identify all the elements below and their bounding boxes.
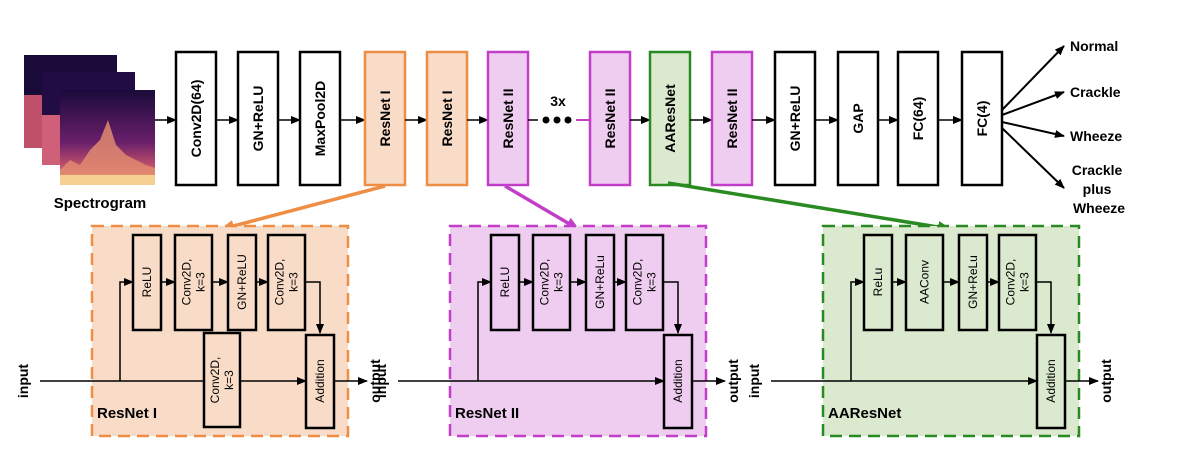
pipeline-label: GN+ReLU [250, 86, 266, 152]
pipeline-label: ResNet I [377, 90, 393, 146]
spectrogram-label: Spectrogram [54, 195, 147, 212]
output-crackle-plus-wheeze: Crackle plus Wheeze [1072, 162, 1126, 216]
output-wheeze: Wheeze [1070, 128, 1122, 144]
pipeline-label: FC(64) [910, 97, 926, 141]
output-arrows [1001, 45, 1065, 189]
block-label: GN+ReLu [966, 255, 980, 309]
output-label: output [725, 359, 741, 403]
block-label: ReLU [140, 267, 154, 298]
block-label: Addition [671, 359, 685, 402]
block-label: ReLu [871, 268, 885, 297]
expand-arrow-resnet2 [504, 184, 580, 231]
repeat-label: 3x [550, 93, 566, 109]
pipeline-block-fc4: FC(4) [960, 50, 1004, 187]
detail-title: ResNet II [455, 405, 519, 422]
input-label: input [373, 364, 389, 399]
spectrogram-image [24, 55, 155, 185]
pipeline-block-gap: GAP [836, 50, 880, 187]
pipeline-block-fc64: FC(64) [896, 50, 940, 187]
block-label: ReLU [498, 267, 512, 298]
pipeline: Conv2D(64) GN+ReLU MaxPool2D ResNet I ResNet… [174, 50, 1004, 187]
pipeline-label: MaxPool2D [312, 81, 328, 156]
output-label: output [367, 359, 383, 403]
pipeline-label: GAP [850, 103, 866, 133]
pipeline-label: ResNet II [602, 89, 618, 149]
pipeline-block-gnrelu2: GN+ReLU [773, 50, 817, 187]
pipeline-block-resnet1a: ResNet I [363, 50, 407, 187]
block-label: Conv2D,k=3 [273, 259, 301, 306]
pipeline-block-resnet2c: ResNet II [710, 50, 754, 187]
block-label: Addition [313, 359, 327, 402]
detail-block-aaresnet: AAResNet ReLu AAConv GN+ReLu Conv2D,k=3Addit… [746, 224, 1114, 438]
output-label: output [1098, 359, 1114, 403]
output-crackle: Crackle [1070, 84, 1121, 100]
pipeline-label: ResNet II [500, 89, 516, 149]
pipeline-label: AAResNet [662, 84, 678, 153]
pipeline-block-resnet2b: ResNet II [588, 50, 632, 187]
expand-arrow-aaresnet [667, 181, 952, 233]
block-label: AAConv [918, 260, 932, 304]
block-label: Conv2D,k=3 [631, 259, 659, 306]
block-label: Conv2D,k=3 [538, 259, 566, 306]
detail-title: ResNet I [97, 405, 157, 422]
block-label: Addition [1044, 359, 1058, 402]
detail-block-resnet2: ResNet II ReLU Conv2D,k=3 GN+ReLu Conv2D,k=3… [373, 224, 741, 438]
expand-arrow-resnet1 [220, 184, 386, 232]
pipeline-block-aaresnet: AAResNet [648, 50, 692, 187]
block-label: GN+ReLu [593, 255, 607, 309]
pipeline-label: GN+ReLU [787, 86, 803, 152]
pipeline-label: ResNet II [724, 89, 740, 149]
pipeline-block-maxpool: MaxPool2D [298, 50, 342, 187]
block-label: Conv2D,k=3 [180, 259, 208, 306]
repeat-dots [542, 116, 572, 124]
output-normal: Normal [1070, 38, 1118, 54]
pipeline-block-resnet2a: ResNet II [486, 50, 530, 187]
shortcut-conv-label: Conv2D,k=3 [208, 357, 236, 404]
block-label: Conv2D,k=3 [1004, 259, 1032, 306]
block-label: GN+ReLU [235, 254, 249, 310]
pipeline-label: FC(4) [974, 101, 990, 137]
pipeline-block-gnrelu1: GN+ReLU [236, 50, 280, 187]
input-label: input [746, 364, 762, 399]
input-label: input [15, 364, 31, 399]
pipeline-block-conv64: Conv2D(64) [174, 50, 218, 187]
pipeline-label: Conv2D(64) [188, 80, 204, 158]
pipeline-block-resnet1b: ResNet I [425, 50, 469, 187]
detail-title: AAResNet [828, 405, 901, 422]
pipeline-label: ResNet I [439, 90, 455, 146]
